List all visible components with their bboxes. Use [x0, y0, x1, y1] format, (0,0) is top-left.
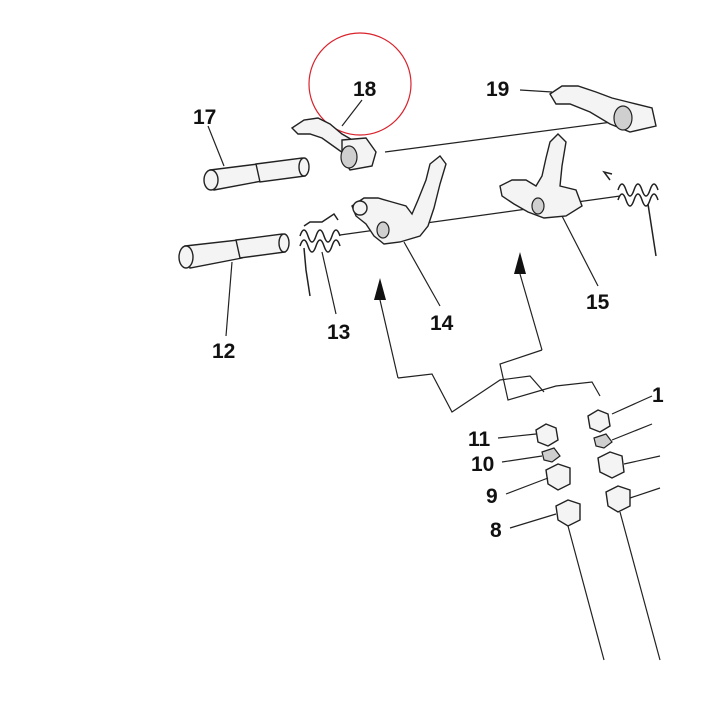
label-15: 15: [586, 291, 610, 314]
leader-19: [519, 89, 553, 93]
right-spring: [602, 170, 659, 257]
left-long-rod: [567, 525, 605, 661]
part-12-pin: [178, 233, 290, 269]
label-19: 19: [486, 78, 509, 101]
label-10: 10: [471, 453, 494, 476]
label-8: 8: [490, 519, 502, 542]
right-clip-part: [593, 433, 613, 449]
label-11: 11: [468, 428, 491, 451]
upper-axis-line: [384, 121, 613, 153]
right-bushing-part: [597, 451, 625, 479]
leader-14: [403, 241, 441, 307]
leader-10: [501, 455, 543, 463]
leader-13: [321, 251, 337, 315]
right-lower-bushing-part: [605, 485, 631, 513]
break-line-right: [499, 349, 601, 401]
part-11-cap: [535, 423, 559, 447]
part-18-rocker-lever: [290, 117, 377, 171]
label-13: 13: [327, 321, 350, 344]
leader-11: [497, 433, 537, 439]
leader-9: [505, 477, 549, 495]
part-8-bushing: [555, 499, 581, 527]
label-9: 9: [486, 485, 498, 508]
part-9-bushing: [545, 463, 571, 491]
leader-18: [341, 99, 363, 127]
label-18: 18: [353, 78, 377, 101]
leader-right-2: [611, 423, 653, 441]
left-up-arrow: [374, 278, 399, 379]
leader-right-1: [611, 395, 653, 415]
right-cap-part: [587, 409, 611, 433]
label-17: 17: [193, 106, 216, 129]
part-18-highlight-circle: [308, 32, 412, 136]
leader-12: [225, 261, 233, 337]
break-line-left: [397, 373, 545, 413]
part-14-shift-fork: [351, 155, 447, 245]
part-17-pin: [203, 157, 310, 191]
label-14: 14: [430, 312, 454, 335]
leader-17: [207, 125, 225, 167]
part-15-shift-fork: [499, 133, 583, 219]
label-right-partial: 1: [652, 384, 664, 407]
part-13-spring: [299, 212, 341, 297]
label-12: 12: [212, 340, 235, 363]
leader-8: [509, 513, 557, 529]
leader-15: [561, 215, 599, 287]
part-19-lever: [549, 85, 657, 133]
leader-right-3: [623, 455, 661, 465]
part-10-clip: [541, 447, 561, 463]
right-long-rod: [619, 511, 661, 661]
right-up-arrow: [514, 252, 543, 351]
leader-right-4: [629, 487, 661, 499]
